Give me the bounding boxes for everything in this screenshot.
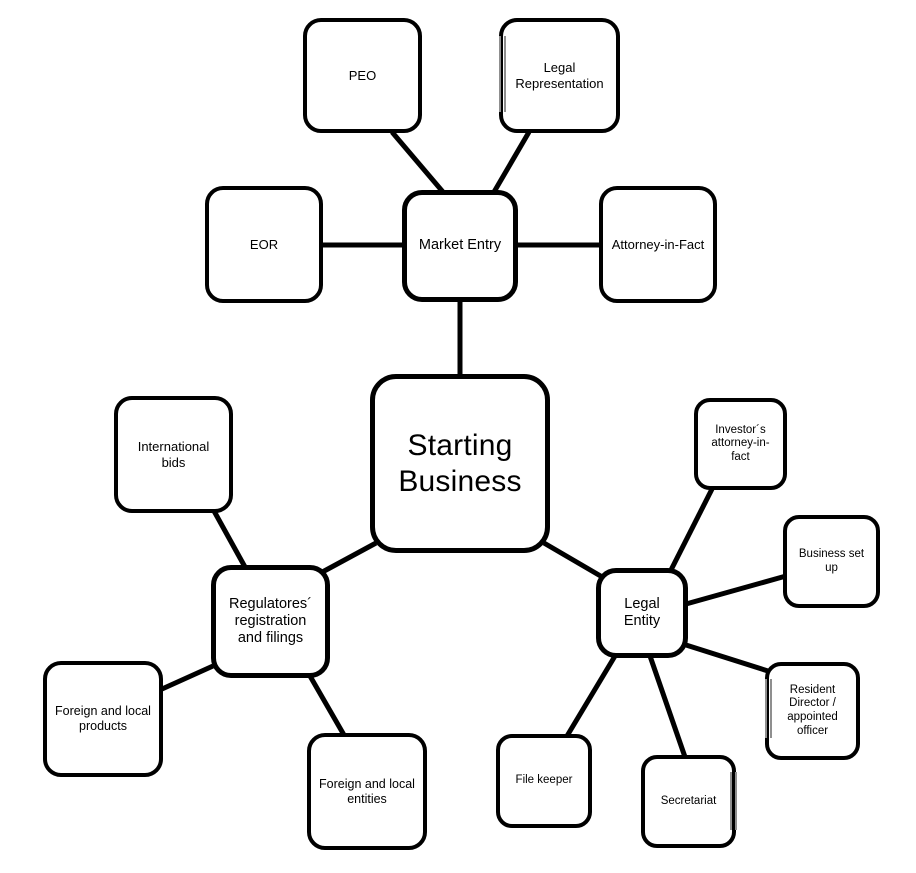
edge-legal-entity-business-set-up: [685, 573, 787, 607]
node-secretariat-label: Secretariat: [660, 794, 717, 807]
edge-legal-entity-investors-attorney: [668, 487, 715, 572]
node-foreign-local-products-label: Foreign and local products: [55, 704, 151, 733]
node-attorney-in-fact[interactable]: Attorney-in-Fact: [599, 186, 717, 303]
edge-regulators-foreign-local-products: [160, 663, 215, 692]
node-eor[interactable]: EOR: [205, 186, 323, 303]
node-investors-attorney-in-fact-label: Investor´s attorney-in- fact: [711, 423, 770, 463]
node-investors-attorney-in-fact[interactable]: Investor´s attorney-in- fact: [694, 398, 787, 490]
node-legal-entity-label: Legal Entity: [623, 595, 661, 629]
node-file-keeper-label: File keeper: [515, 774, 573, 787]
node-legal-representation[interactable]: Legal Representation: [499, 18, 620, 133]
node-resident-director[interactable]: Resident Director / appointed officer: [765, 662, 860, 760]
node-legal-entity[interactable]: Legal Entity: [596, 568, 688, 658]
edge-peo-market-entry: [390, 130, 445, 194]
node-peo[interactable]: PEO: [303, 18, 422, 133]
node-starting-business-label: Starting Business: [398, 429, 522, 498]
node-eor-label: EOR: [249, 236, 279, 252]
node-foreign-local-entities-label: Foreign and local entities: [319, 776, 415, 806]
node-business-set-up-label: Business set up: [798, 547, 865, 574]
edge-legal-entity-secretariat: [647, 655, 688, 758]
node-starting-business[interactable]: Starting Business: [370, 374, 550, 553]
node-resident-director-label: Resident Director / appointed officer: [787, 683, 838, 737]
node-regulators-registration[interactable]: Regulatores´ registration and filings: [211, 565, 330, 678]
edge-legal-representation-market-entry: [491, 130, 532, 194]
node-secretariat[interactable]: Secretariat: [641, 755, 736, 848]
node-foreign-local-products[interactable]: Foreign and local products: [43, 661, 163, 777]
node-file-keeper[interactable]: File keeper: [496, 734, 592, 828]
node-business-set-up[interactable]: Business set up: [783, 515, 880, 608]
node-market-entry[interactable]: Market Entry: [402, 190, 518, 302]
node-market-entry-label: Market Entry: [418, 237, 502, 254]
node-regulators-registration-label: Regulatores´ registration and filings: [228, 595, 312, 647]
edge-regulators-foreign-local-entities: [307, 674, 347, 737]
node-foreign-local-entities[interactable]: Foreign and local entities: [307, 733, 427, 850]
edge-starting-business-legal-entity: [542, 540, 606, 581]
node-peo-label: PEO: [348, 67, 377, 83]
node-international-bids[interactable]: International bids: [114, 396, 233, 513]
edge-international-bids-regulators: [211, 509, 248, 569]
edge-legal-entity-file-keeper: [564, 654, 618, 738]
edge-legal-entity-resident-director: [685, 642, 769, 674]
node-attorney-in-fact-label: Attorney-in-Fact: [611, 236, 705, 252]
node-legal-representation-label: Legal Representation: [515, 60, 604, 91]
node-international-bids-label: International bids: [137, 439, 210, 470]
